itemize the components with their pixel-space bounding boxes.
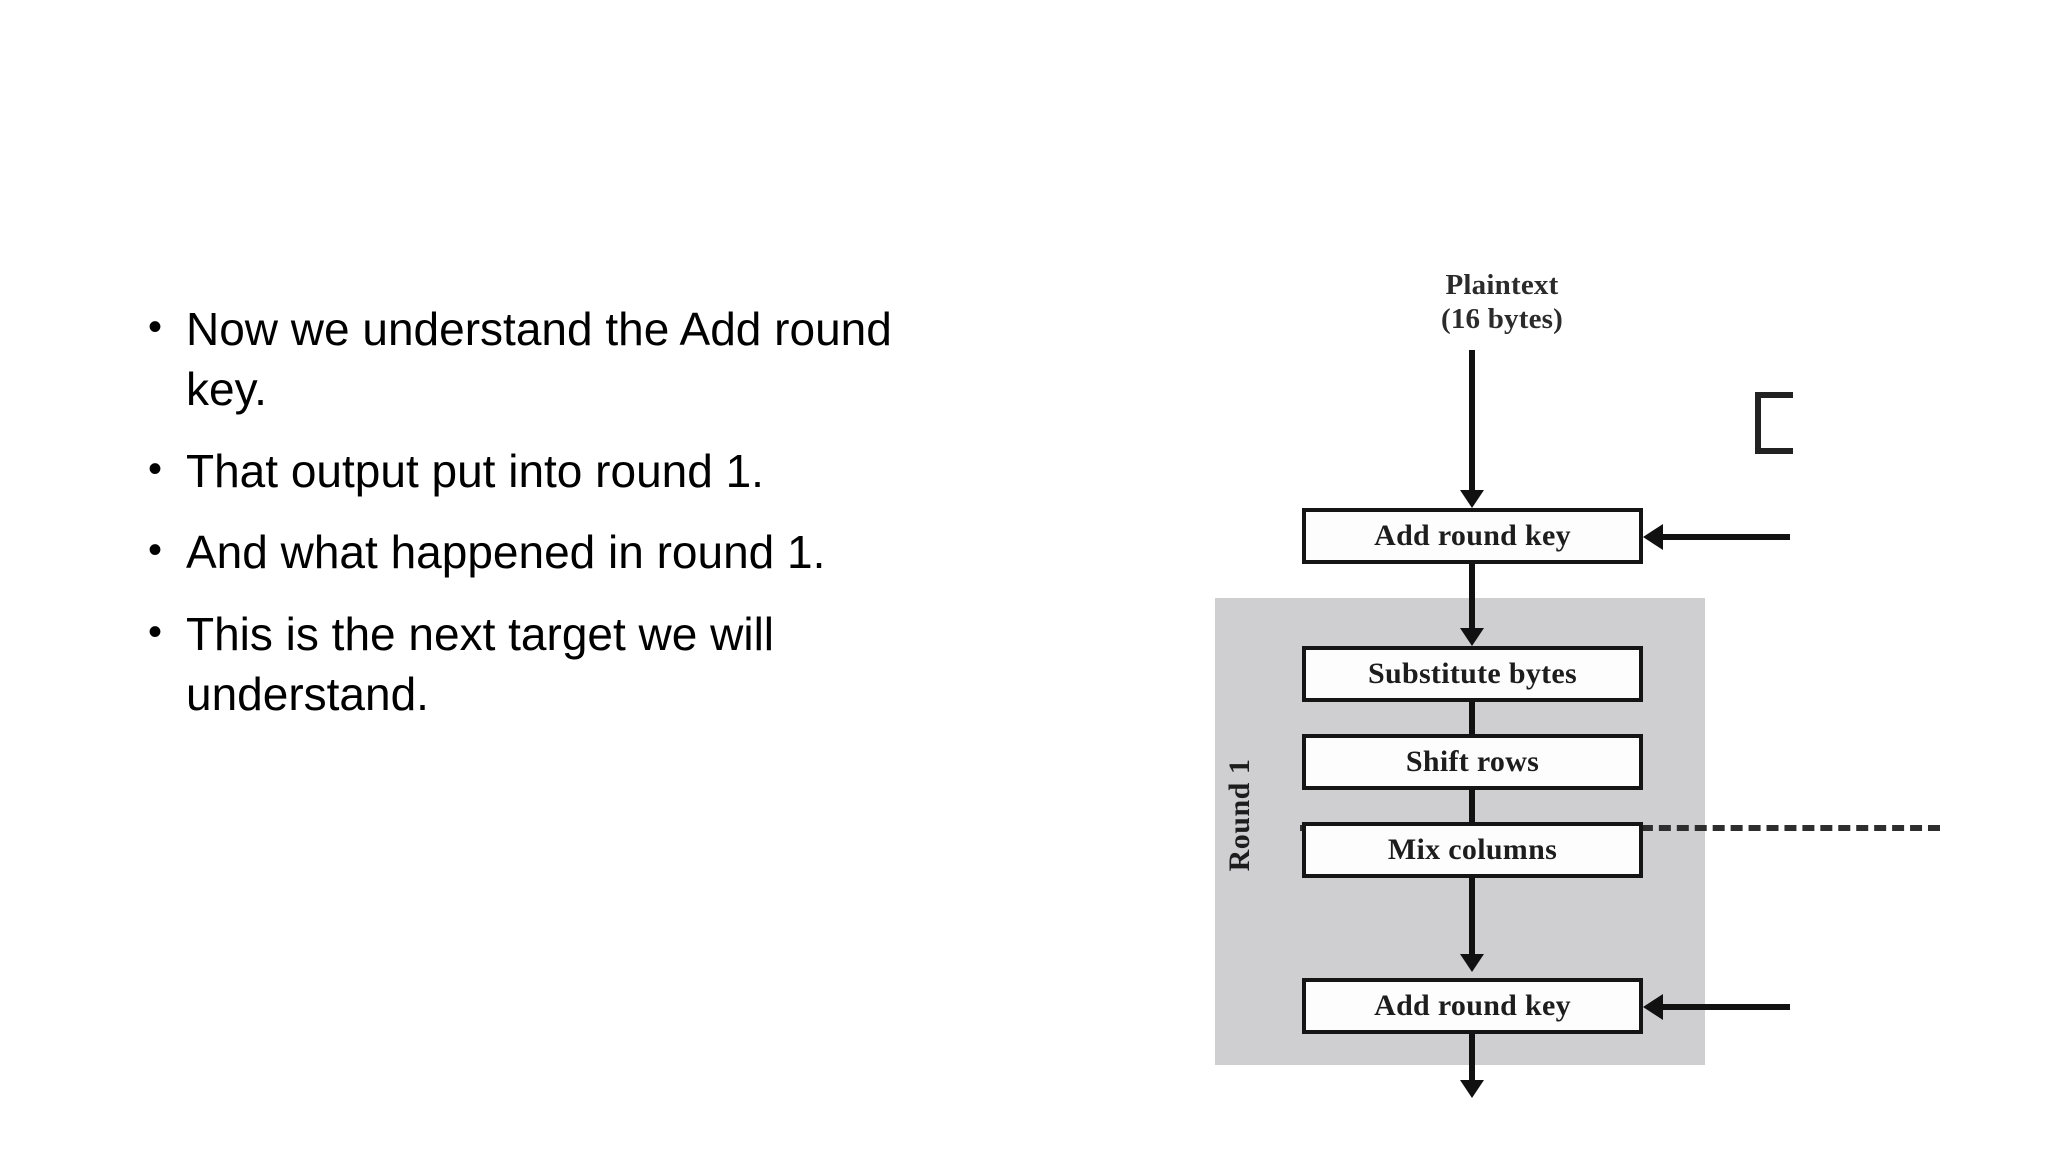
bullet-marker-icon: • <box>148 610 163 655</box>
bullet-text: And what happened in round 1. <box>186 526 826 579</box>
list-item: • And what happened in round 1. <box>148 523 958 583</box>
list-item: • This is the next target we will unders… <box>148 605 958 725</box>
bullet-marker-icon: • <box>148 528 163 573</box>
round-1-label: Round 1 <box>1223 758 1256 872</box>
step-box-shift-rows[interactable]: Shift rows <box>1302 734 1643 790</box>
list-item: • Now we understand the Add round key. <box>148 300 958 420</box>
step-box-add-round-key-round1[interactable]: Add round key <box>1302 978 1643 1034</box>
plaintext-caption-line2: (16 bytes) <box>1440 303 1563 336</box>
plaintext-caption-line1: Plaintext <box>1445 269 1559 301</box>
step-box-substitute-bytes[interactable]: Substitute bytes <box>1302 646 1643 702</box>
aes-round-diagram: Round 1 Plaintext (16 bytes) Add round k… <box>1150 250 2048 1110</box>
bullet-marker-icon: • <box>148 446 163 491</box>
bullet-list: • Now we understand the Add round key. •… <box>148 300 958 747</box>
step-box-mix-columns[interactable]: Mix columns <box>1302 822 1643 878</box>
list-item: • That output put into round 1. <box>148 442 958 502</box>
bullet-marker-icon: • <box>148 305 163 349</box>
key-expansion-bracket-icon <box>1755 392 1793 454</box>
step-box-add-round-key-initial[interactable]: Add round key <box>1302 508 1643 564</box>
bullet-text: This is the next target we will understa… <box>186 608 787 720</box>
plaintext-caption: Plaintext (16 bytes) <box>1372 268 1632 336</box>
bullet-text: That output put into round 1. <box>186 444 764 497</box>
bullet-text: Now we understand the Add round key. <box>186 303 905 415</box>
